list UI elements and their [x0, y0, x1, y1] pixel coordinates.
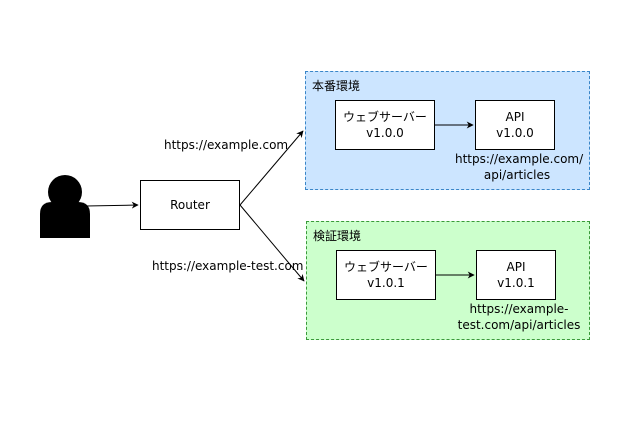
test-web-server-version: v1.0.1: [367, 276, 405, 290]
test-environment-title: 検証環境: [313, 229, 362, 243]
prod-web-server-node: ウェブサーバー v1.0.0: [335, 100, 435, 150]
test-api-url-line2: test.com/api/articles: [457, 318, 581, 332]
test-api-version: v1.0.1: [497, 276, 535, 290]
prod-url-label: https://example.com: [164, 138, 289, 152]
router-to-test-arrow: [239, 204, 305, 282]
test-web-server-node: ウェブサーバー v1.0.1: [336, 250, 436, 300]
prod-api-name: API: [505, 110, 525, 124]
production-environment-title: 本番環境: [312, 79, 361, 93]
test-api-name: API: [506, 260, 526, 274]
test-api-url: https://example- test.com/api/articles: [455, 301, 583, 333]
prod-api-version: v1.0.0: [496, 126, 534, 140]
prod-api-node: API v1.0.0: [475, 100, 555, 150]
user-icon: [40, 175, 90, 238]
test-url-label: https://example-test.com: [152, 259, 304, 273]
prod-api-url-line1: https://example.com/: [455, 152, 584, 166]
test-web-server-name: ウェブサーバー: [344, 260, 428, 274]
user-to-router-arrow: [85, 201, 139, 209]
prod-web-server-name: ウェブサーバー: [343, 110, 427, 124]
router-node: Router: [140, 180, 240, 230]
test-api-node: API v1.0.1: [476, 250, 556, 300]
prod-api-url-line2: api/articles: [483, 168, 551, 182]
prod-api-url: https://example.com/ api/articles: [455, 151, 584, 183]
router-to-prod-arrow: [239, 130, 304, 206]
prod-web-server-version: v1.0.0: [366, 126, 404, 140]
test-api-url-line1: https://example-: [469, 302, 569, 316]
router-label: Router: [170, 198, 210, 212]
